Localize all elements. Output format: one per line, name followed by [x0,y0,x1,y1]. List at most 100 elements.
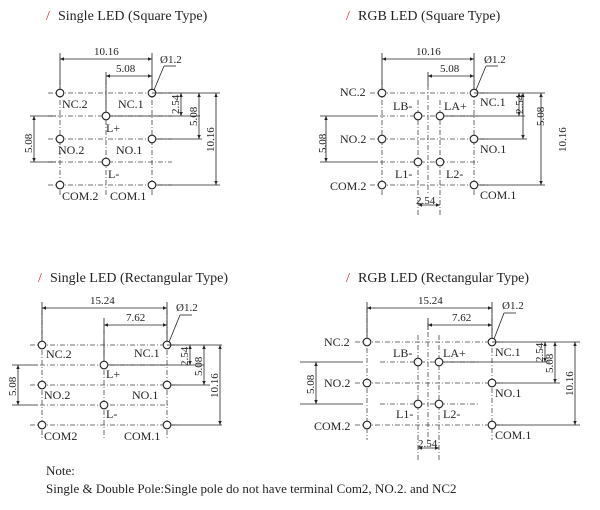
pin-label-com1: COM.1 [480,188,516,202]
pin-label-no2: NO.2 [44,388,70,402]
pin-holes [37,340,172,430]
dim-vpitch-label: 2.54 [534,342,546,362]
pin-holes [377,88,479,190]
dimension-labels: 10.16 5.08 Ø1.2 2.54 5.08 10.16 5.08 2.5… [317,46,569,207]
pin-label-la: LA+ [443,346,466,360]
dimension-lines [320,53,545,207]
pin-label-lplus: L+ [106,121,120,135]
dim-width-label: 15.24 [90,295,115,307]
pin-label-lminus: L- [106,407,117,421]
dim-half-label: 7.62 [126,312,145,324]
pin-label-l2: L2- [443,407,460,421]
panel-rgb-rect: / RGB LED (Rectangular Type) [300,271,580,460]
dim-vhalf-label: 5.08 [544,353,556,373]
pin-label-nc1: NC.1 [118,97,144,111]
dimension-labels: 15.24 7.62 Ø1.2 2.54 5.08 10.16 5.08 [7,295,221,398]
pin-label-no1: NO.1 [495,386,521,400]
dim-hole-label: Ø1.2 [176,302,198,314]
panel-title: RGB LED (Square Type) [358,9,501,24]
dim-hole-label: Ø1.2 [502,300,524,312]
pin-label-no1: NO.1 [480,142,506,156]
dim-left-label: 5.08 [23,133,35,153]
centerlines [355,308,505,460]
pin-label-com1: COM.1 [124,429,160,443]
dim-left-label: 5.08 [7,376,19,396]
pin-label-lminus: L- [108,167,119,181]
dim-half-label: 7.62 [452,312,471,324]
pin-label-no1: NO.1 [132,388,158,402]
pin-labels: NC.2 NC.1 LB- LA+ NO.2 NO.1 L1- L2- COM.… [314,335,531,442]
pin-labels: NC.2 NC.1 L+ NO.2 NO.1 L- COM2 COM.1 [44,346,160,443]
pin-label-com2: COM.2 [314,419,350,433]
dim-vpitch-label: 2.54 [179,346,191,366]
panel-title-slash: / [38,271,42,286]
dim-half-label: 5.08 [116,63,136,75]
panel-title-slash: / [346,9,350,24]
dim-half-label: 5.08 [440,63,460,75]
dim-vfull-label: 10.16 [557,127,569,152]
pin-label-com2: COM.2 [62,189,98,203]
dim-bottom-label: 2.54 [416,195,436,207]
pin-label-nc2: NC.2 [46,347,72,361]
pin-label-nc1: NC.1 [134,346,160,360]
dim-vfull-label: 10.16 [205,127,217,152]
panel-title-slash: / [46,9,50,24]
panel-single-rect: / Single LED (Rectangular Type) [7,271,228,443]
panel-title: Single LED (Square Type) [58,9,208,24]
panel-rgb-square: / RGB LED (Square Type) [317,9,569,216]
dim-vfull-label: 10.16 [209,373,221,398]
pin-holes [362,337,497,430]
panel-title: RGB LED (Rectangular Type) [358,271,529,286]
panel-title: Single LED (Rectangular Type) [50,271,228,286]
pin-label-l2: L2- [446,167,463,181]
pin-label-no2: NO.2 [58,143,84,157]
dim-left-label: 5.08 [317,133,329,153]
dim-hole-label: Ø1.2 [160,54,182,66]
dim-width-label: 10.16 [94,46,119,58]
dim-vpitch-label: 2.54 [514,94,526,114]
dimension-labels: 10.16 5.08 Ø1.2 2.54 5.08 10.16 5.08 [23,46,217,153]
pin-label-nc2: NC.2 [324,335,350,349]
pin-labels: NC.2 NC.1 LB- LA+ NO.2 NO.1 L1- L2- COM.… [330,85,516,202]
pin-label-com1: COM.1 [495,428,531,442]
pin-label-nc1: NC.1 [495,345,521,359]
centerlines [30,310,180,440]
pin-label-no1: NO.1 [116,143,142,157]
dim-hole-label: Ø1.2 [484,54,506,66]
pin-label-com1: COM.1 [110,189,146,203]
pin-label-nc1: NC.1 [480,95,506,109]
pin-label-no2: NO.2 [340,132,366,146]
pin-label-nc2: NC.2 [340,85,366,99]
dim-vpitch-label: 2.54 [170,94,182,114]
pin-label-no2: NO.2 [324,376,350,390]
note-heading: Note: [46,463,75,478]
dim-width-label: 10.16 [416,46,441,58]
dim-bottom-label: 2.54 [418,438,438,450]
pin-label-lplus: L+ [106,367,120,381]
note-text: Single & Double Pole:Single pole do not … [46,481,457,496]
dim-vfull-label: 10.16 [564,371,576,396]
pin-label-com2: COM.2 [330,179,366,193]
pin-label-l1: L1- [395,167,412,181]
pin-label-la: LA+ [444,99,467,113]
pin-labels: NC.2 NC.1 L+ NO.2 NO.1 L- COM.2 COM.1 [58,97,146,203]
pin-label-com2: COM2 [44,429,77,443]
pin-label-lb: LB- [393,346,412,360]
dim-vhalf-label: 5.08 [535,106,547,126]
dim-vhalf-label: 5.08 [193,356,205,376]
dimension-lines [30,53,220,186]
panel-title-slash: / [346,271,350,286]
dim-width-label: 15.24 [418,295,443,307]
centerlines [48,80,172,197]
dim-vhalf-label: 5.08 [188,106,200,126]
dimension-lines [300,302,580,450]
pin-label-nc2: NC.2 [62,97,88,111]
pin-label-lb: LB- [393,99,412,113]
dimension-labels: 15.24 7.62 Ø1.2 2.54 5.08 10.16 5.08 2.5… [305,295,576,450]
dimension-lines [12,302,222,426]
pin-label-l1: L1- [396,407,413,421]
panel-single-square: / Single LED (Square Type) [23,9,220,203]
dim-left-label: 5.08 [305,374,317,394]
